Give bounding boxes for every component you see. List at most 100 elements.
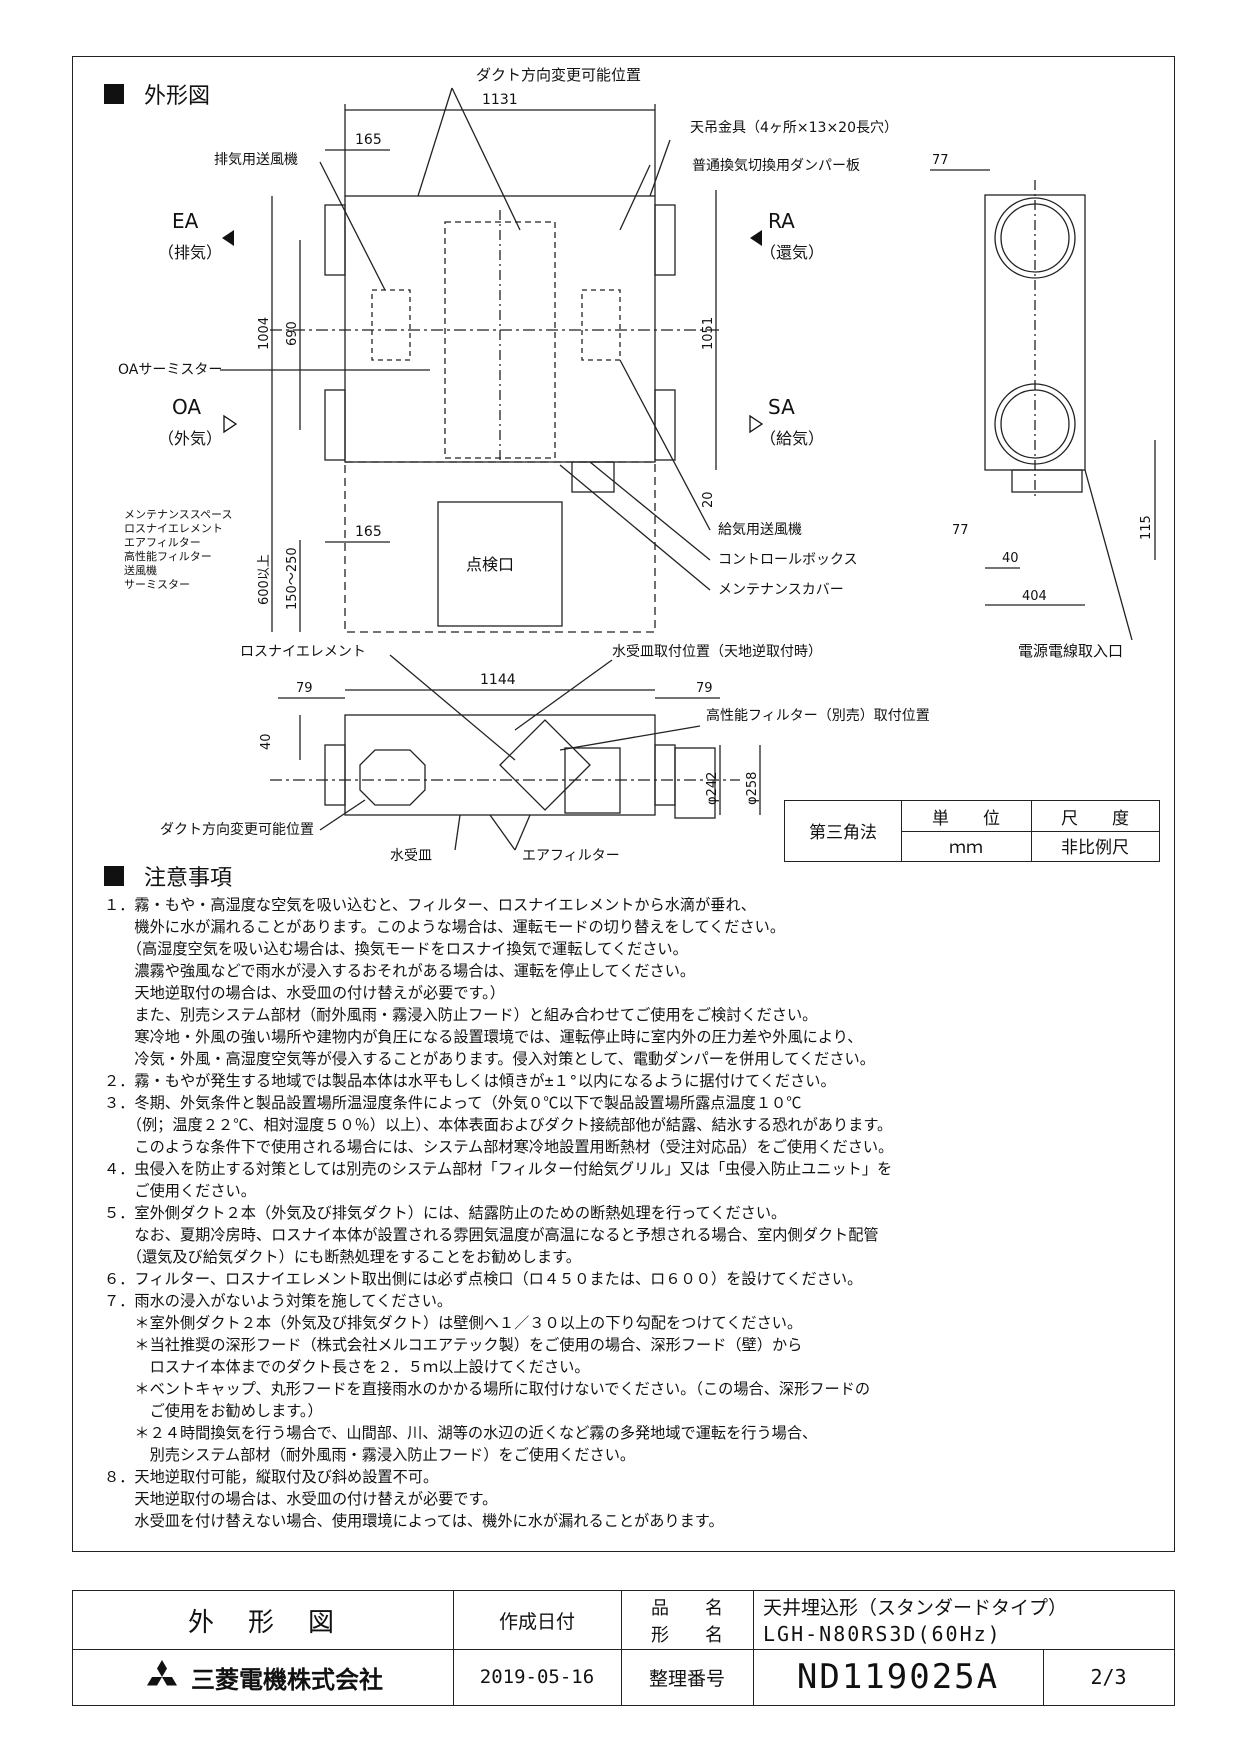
dim-77-mid: 77 xyxy=(952,523,969,538)
note-line: ８．天地逆取付可能，縦取付及び斜め設置不可。 xyxy=(104,1468,439,1486)
unit-value: ｍｍ xyxy=(949,838,983,858)
label-hanger: 天吊金具（4ヶ所×13×20長穴） xyxy=(690,120,898,136)
label-drain-pan: 水受皿 xyxy=(390,848,432,864)
label-sa: SA xyxy=(768,395,795,419)
label-maint-space-6: サーミスター xyxy=(124,578,190,591)
dim-115: 115 xyxy=(1139,515,1154,540)
scale-header: 尺 度 xyxy=(1061,808,1129,829)
scale-value: 非比例尺 xyxy=(1061,838,1129,858)
dim-79-left: 79 xyxy=(296,681,313,696)
note-line: ４．虫侵入を防止する対策としては別売のシステム部材「フィルター付給気グリル」又は… xyxy=(104,1160,893,1178)
company-name: 三菱電機株式会社 xyxy=(191,1665,383,1694)
note-line: 寒冷地・外風の強い場所や建物内が負圧になる設置環境では、運転停止時に室内外の圧力… xyxy=(104,1028,863,1046)
unit-header: 単 位 xyxy=(932,808,1000,829)
note-line: ６．フィルター、ロスナイエレメント取出側には必ず点検口（ロ４５０または、ロ６００… xyxy=(104,1270,863,1288)
label-oa-sub: （外気） xyxy=(158,429,222,448)
label-sa-sub: （給気） xyxy=(760,429,824,448)
dim-1051: 1051 xyxy=(701,317,716,350)
note-line: ＊当社推奨の深形フード（株式会社メルコエアテック製）をご使用の場合、深形フード（… xyxy=(104,1336,803,1354)
created-date: 2019-05-16 xyxy=(479,1666,595,1688)
note-line: ロスナイ本体までのダクト長さを２．５ｍ以上設けてください。 xyxy=(104,1358,590,1376)
note-line: ３．冬期、外気条件と製品設置場所温湿度条件によって（外気０℃以下で製品設置場所露… xyxy=(104,1094,802,1112)
model-label: 形 名 xyxy=(651,1624,723,1646)
label-oa-thermistor: OAサーミスター xyxy=(118,362,222,378)
drawing-type: 外 形 図 xyxy=(187,1607,338,1638)
section-outline-title: 外形図 xyxy=(144,84,211,109)
dim-77-top: 77 xyxy=(932,153,949,168)
label-maint-space-1: メンテナンススペース xyxy=(124,508,232,521)
note-line: 濃霧や強風などで雨水が浸入するおそれがある場合は、運転を停止してください。 xyxy=(104,962,696,980)
label-hp-filter-pos: 高性能フィルター（別売）取付位置 xyxy=(706,707,930,724)
label-maint-space-5: 送風機 xyxy=(124,563,157,577)
label-maint-space-2: ロスナイエレメント xyxy=(124,522,223,535)
label-oa: OA xyxy=(172,395,201,419)
label-ea: EA xyxy=(172,209,199,233)
dim-600: 600以上 xyxy=(257,554,272,605)
note-line: ５．室外側ダクト２本（外気及び排気ダクト）には、結露防止のための断熱処理を行って… xyxy=(104,1204,787,1222)
note-line: ＊ベントキャップ、丸形フードを直接雨水のかかる場所に取付けないでください。（この… xyxy=(104,1380,871,1398)
heading-square-icon xyxy=(104,84,124,104)
section-notes-title: 注意事項 xyxy=(144,866,233,891)
label-damper: 普通換気切換用ダンパー板 xyxy=(692,158,860,174)
dim-165-top: 165 xyxy=(355,132,382,148)
dim-40-side: 40 xyxy=(1002,551,1019,566)
model-name: LGH-N80RS3D(60Hz) xyxy=(763,1621,1002,1646)
note-line: なお、夏期冷房時、ロスナイ本体が設置される雰囲気温度が高温になると予想される場合… xyxy=(104,1226,879,1244)
dim-1144: 1144 xyxy=(480,672,516,688)
dim-690: 690 xyxy=(285,321,300,346)
note-line: （還気及び給気ダクト）にも断熱処理をすることをお勧めします。 xyxy=(104,1248,581,1266)
note-line: 天地逆取付の場合は、水受皿の付け替えが必要です。 xyxy=(104,1490,498,1508)
notes-list: １．霧・もや・高湿度な空気を吸い込むと、フィルター、ロスナイエレメントから水滴が… xyxy=(104,894,1164,1532)
label-duct-change-top: ダクト方向変更可能位置 xyxy=(476,66,641,84)
projection-scale-table: 第三角法 単 位 尺 度 ｍｍ 非比例尺 xyxy=(784,800,1160,862)
note-line: ご使用ください。 xyxy=(104,1182,256,1200)
label-air-filter: エアフィルター xyxy=(522,848,620,864)
section-outline-heading: 外形図 xyxy=(104,78,210,110)
heading-square-icon xyxy=(104,866,124,886)
drawing-number: ND119025A xyxy=(796,1657,1000,1697)
sheet-number: 2/3 xyxy=(1090,1665,1127,1689)
section-notes-heading: 注意事項 xyxy=(104,860,232,892)
note-line: （高湿度空気を吸い込む場合は、換気モードをロスナイ換気で運転してください。 xyxy=(104,940,688,958)
projection-method: 第三角法 xyxy=(809,823,877,843)
label-ea-sub: （排気） xyxy=(158,243,222,262)
note-line: ７．雨水の浸入がないよう対策を施してください。 xyxy=(104,1292,453,1310)
note-line: ＊室外側ダクト２本（外気及び排気ダクト）は壁側へ１／３０以上の下り勾配をつけてく… xyxy=(104,1314,803,1332)
dim-150-250: 150～250 xyxy=(285,547,300,610)
label-maint-space-3: エアフィルター xyxy=(124,536,201,549)
note-line: 別売システム部材（耐外風雨・霧浸入防止フード）をご使用ください。 xyxy=(104,1446,636,1464)
company-logo: 三菱電機株式会社 xyxy=(73,1649,453,1705)
note-line: このような条件下で使用される場合には、システム部材寒冷地設置用断熱材（受注対応品… xyxy=(104,1138,894,1156)
drawing-frame xyxy=(72,56,1175,1552)
note-line: また、別売システム部材（耐外風雨・霧浸入防止フード）と組み合わせてご使用をご検討… xyxy=(104,1006,818,1024)
note-line: 天地逆取付の場合は、水受皿の付け替えが必要です。） xyxy=(104,984,505,1002)
dim-79-right: 79 xyxy=(696,681,713,696)
note-line: （例；温度２２℃、相対湿度５０％）以上）、本体表面およびダクト接続部他が結露、結… xyxy=(104,1116,893,1134)
label-inspection: 点検口 xyxy=(466,555,514,574)
dim-242: φ242 xyxy=(705,772,720,805)
label-maint-cover: メンテナンスカバー xyxy=(718,582,844,598)
note-line: 機外に水が漏れることがあります。このような場合は、運転モードの切り替えをしてくだ… xyxy=(104,918,786,936)
note-line: ＊２４時間換気を行う場合で、山間部、川、湖等の水辺の近くなど霧の多発地域で運転を… xyxy=(104,1424,818,1442)
label-drain-pan-pos: 水受皿取付位置（天地逆取付時） xyxy=(612,644,822,660)
mitsubishi-logo-icon xyxy=(147,1660,177,1686)
note-line: 水受皿を付け替えない場合、使用環境によっては、機外に水が漏れることがあります。 xyxy=(104,1512,724,1530)
dim-404: 404 xyxy=(1022,589,1047,604)
outline-drawing: ダクト方向変更可能位置 1131 165 天吊金具（4ヶ所×13×20長穴） 排… xyxy=(118,66,1156,864)
dim-40-bottom: 40 xyxy=(259,733,274,750)
label-exhaust-fan: 排気用送風機 xyxy=(214,152,298,168)
label-supply-fan: 給気用送風機 xyxy=(718,522,802,538)
label-ra: RA xyxy=(768,209,795,233)
label-ra-sub: （還気） xyxy=(760,243,824,262)
created-label: 作成日付 xyxy=(498,1610,575,1633)
note-line: １．霧・もや・高湿度な空気を吸い込むと、フィルター、ロスナイエレメントから水滴が… xyxy=(104,896,756,914)
label-lossnay-element: ロスナイエレメント xyxy=(240,644,366,660)
label-power-entry: 電源電線取入口 xyxy=(1018,642,1123,660)
dim-1004: 1004 xyxy=(257,317,272,350)
label-duct-change-bottom: ダクト方向変更可能位置 xyxy=(160,821,314,838)
dim-165-mid: 165 xyxy=(355,524,382,540)
dim-20: 20 xyxy=(701,491,716,508)
number-label: 整理番号 xyxy=(648,1667,725,1690)
note-line: ２．霧・もやが発生する地域では製品本体は水平もしくは傾きが±１°以内になるように… xyxy=(104,1072,836,1090)
dim-1131: 1131 xyxy=(482,92,518,108)
